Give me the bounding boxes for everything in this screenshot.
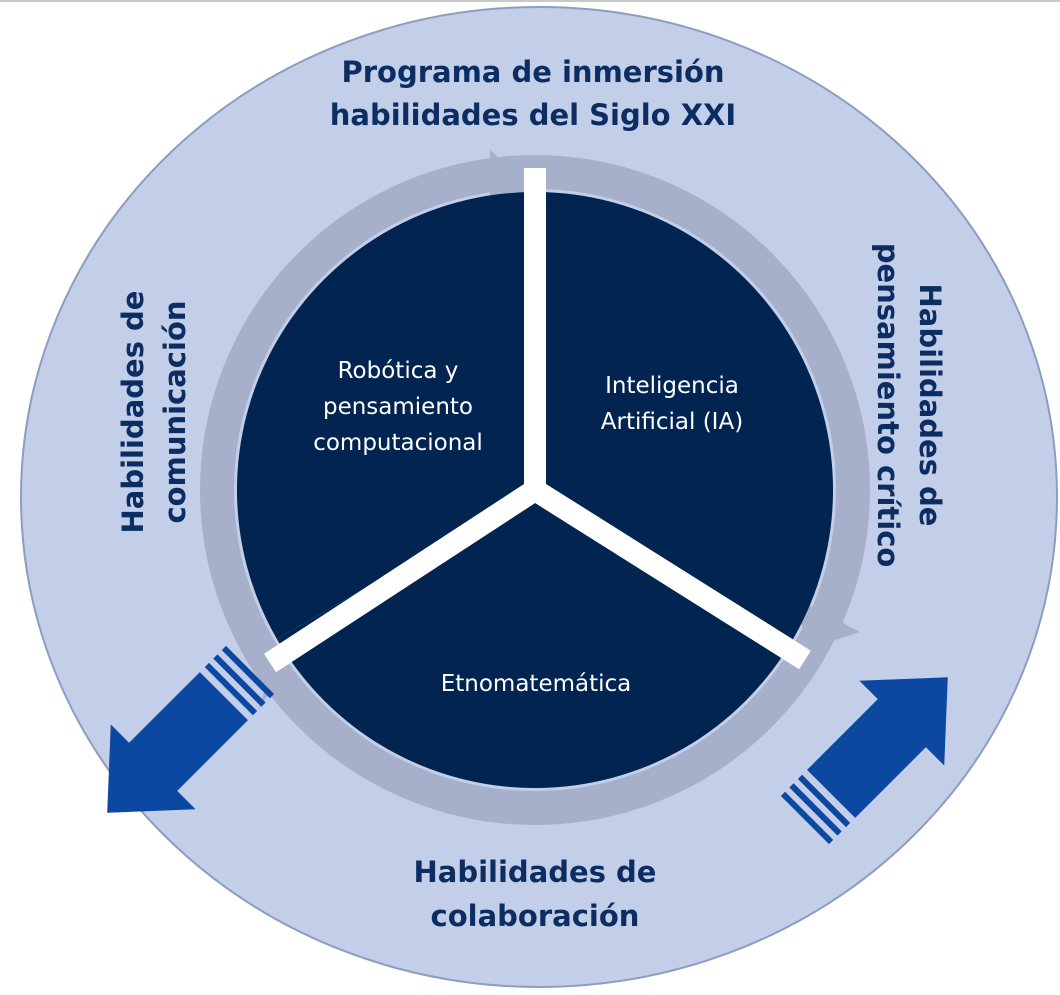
bottom-label-line-2: colaboración: [431, 899, 640, 933]
robotics-line-3: computacional: [313, 430, 483, 456]
bottom-label-line-1: Habilidades de: [414, 855, 657, 889]
ai-line-1: Inteligencia: [605, 373, 739, 399]
left-label: Habilidades de comunicación: [116, 291, 192, 534]
left-label-line-2: comunicación: [158, 300, 192, 523]
header-line-1: Programa de inmersión: [341, 55, 724, 89]
right-label-line-1: Habilidades de: [913, 284, 947, 527]
right-label-line-2: pensamiento crítico: [871, 243, 905, 568]
ai-line-2: Artificial (IA): [601, 409, 743, 435]
robotics-line-1: Robótica y: [338, 358, 459, 384]
segment-separators: [263, 168, 811, 673]
left-label-line-1: Habilidades de: [116, 291, 150, 534]
header-line-2: habilidades del Siglo XXI: [330, 98, 736, 132]
ethno-line-1: Etnomatemática: [441, 671, 632, 697]
arrow-up-left-icon: [107, 645, 275, 813]
separator-left: [263, 480, 542, 673]
robotics-line-2: pensamiento: [323, 394, 473, 420]
separator-right: [529, 480, 811, 670]
arrow-down-left-icon: [780, 677, 948, 845]
right-label: Habilidades de pensamiento crítico: [871, 243, 947, 568]
